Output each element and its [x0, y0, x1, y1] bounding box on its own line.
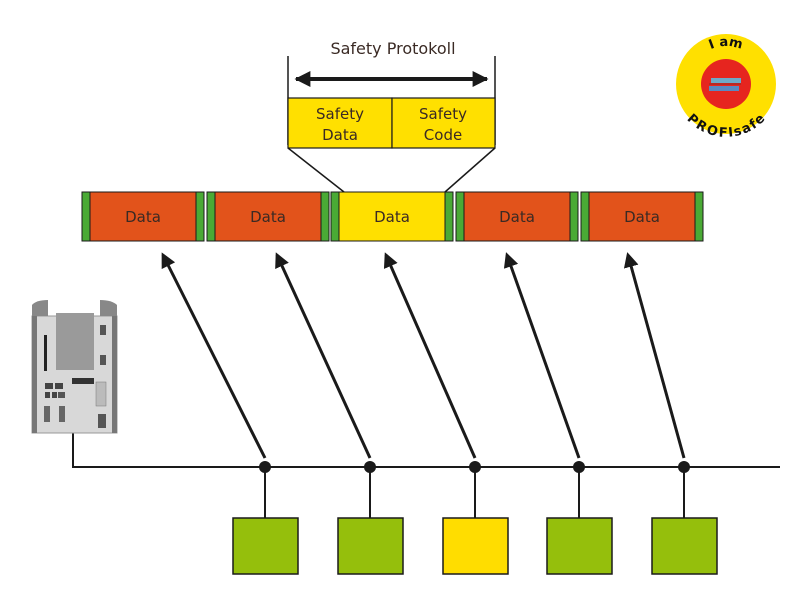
device-box [232, 517, 299, 575]
field-device-3 [442, 461, 509, 575]
controller-top-left [32, 300, 48, 316]
frame-payload [338, 191, 446, 242]
bus-node [259, 461, 271, 473]
bus-node [364, 461, 376, 473]
device-box [337, 517, 404, 575]
controller-device [31, 300, 118, 434]
frame-arrow-4 [503, 252, 581, 459]
arrows [161, 252, 686, 459]
data-frames: Data Data Data Data Data [81, 191, 704, 242]
controller-side-left [32, 316, 37, 433]
frame-label: Data [125, 208, 161, 226]
device-box [442, 517, 509, 575]
controller-card-slot [44, 335, 47, 371]
frame-arrow-1 [161, 252, 267, 459]
controller-led [100, 325, 106, 335]
frame-arrow-2 [275, 252, 372, 459]
bus-node [678, 461, 690, 473]
safety-data-field [287, 97, 393, 149]
expand-line-left [287, 147, 345, 193]
profisafe-badge: I am PROFIsafe [676, 34, 776, 141]
data-frame-1: Data [81, 191, 205, 242]
controller-display [56, 313, 94, 370]
protocol-title: Safety Protokoll [330, 39, 455, 58]
controller-side-right [112, 316, 117, 433]
field-device-1 [232, 461, 299, 575]
data-frame-2: Data [206, 191, 330, 242]
fieldbus-line [72, 430, 780, 468]
ethernet-port [45, 383, 53, 389]
field-device-5 [651, 461, 718, 575]
field-device-2 [337, 461, 404, 575]
serial-port [59, 406, 65, 422]
usb-port [52, 392, 57, 398]
frame-arrow-5 [623, 252, 686, 459]
frame-arrow-3 [383, 252, 477, 459]
safety-data-label-2: Data [322, 126, 358, 144]
device-box [651, 517, 718, 575]
data-frame-3: Data [330, 191, 454, 242]
controller-logo [72, 378, 94, 384]
frame-payload [463, 191, 571, 242]
controller-led [100, 355, 106, 365]
bus-node [469, 461, 481, 473]
controller-connector [95, 381, 107, 407]
frame-payload [588, 191, 696, 242]
frame-label: Data [250, 208, 286, 226]
frame-payload [89, 191, 197, 242]
expand-line-right [444, 147, 496, 193]
safety-code-label-2: Code [424, 126, 462, 144]
frame-label: Data [374, 208, 410, 226]
badge-top-text: I am [707, 35, 744, 53]
safety-code-label-1: Safety [419, 105, 467, 123]
field-device-4 [546, 461, 613, 575]
field-devices [232, 461, 718, 575]
ethernet-port [58, 392, 65, 398]
ethernet-port [55, 383, 63, 389]
data-frame-5: Data [580, 191, 704, 242]
controller-top-right [100, 300, 117, 316]
power-connector [98, 414, 106, 428]
bus-node [573, 461, 585, 473]
safety-data-label-1: Safety [316, 105, 364, 123]
device-box [546, 517, 613, 575]
serial-port [44, 406, 50, 422]
frame-label: Data [499, 208, 535, 226]
protocol-fields: Safety Data Safety Code [287, 97, 496, 149]
usb-port [45, 392, 50, 398]
frame-label: Data [624, 208, 660, 226]
data-frame-4: Data [455, 191, 579, 242]
safety-code-field [391, 97, 496, 149]
frame-payload [214, 191, 322, 242]
badge-network-icon [709, 78, 741, 91]
